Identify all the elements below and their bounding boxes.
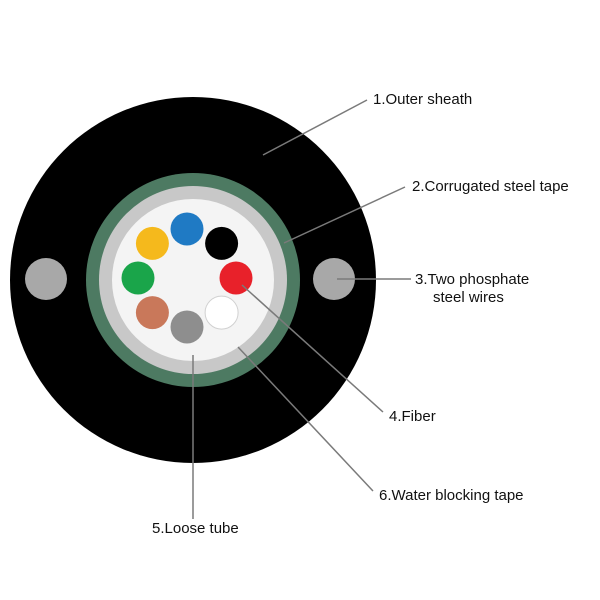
fiber-green <box>121 261 155 295</box>
fiber-gray <box>170 310 204 344</box>
fiber-group <box>121 212 253 344</box>
label-corrugated-steel-tape: 2.Corrugated steel tape <box>412 178 569 195</box>
leader-line-corrugated-steel-tape <box>283 186 406 244</box>
steel-wire-left <box>25 258 67 300</box>
fiber-brown <box>135 296 169 330</box>
label-fiber: 4.Fiber <box>389 408 436 425</box>
label-water-blocking-tape: 6.Water blocking tape <box>379 487 524 504</box>
steel-wire-right <box>313 258 355 300</box>
leader-line-water-blocking-tape <box>237 346 374 492</box>
fiber-white <box>204 295 239 330</box>
label-steel-wires: 3.Two phosphate steel wires <box>415 271 529 307</box>
fiber-yellow <box>135 226 169 260</box>
leader-line-fiber <box>241 284 384 413</box>
fiber-black <box>205 226 239 260</box>
label-steel-wires-line2: steel wires <box>433 289 504 306</box>
label-steel-wires-line1: 3.Two phosphate <box>415 271 530 288</box>
fiber-blue <box>170 212 204 246</box>
label-loose-tube: 5.Loose tube <box>152 520 239 537</box>
leader-line-outer-sheath <box>262 99 368 156</box>
label-outer-sheath: 1.Outer sheath <box>373 91 473 108</box>
